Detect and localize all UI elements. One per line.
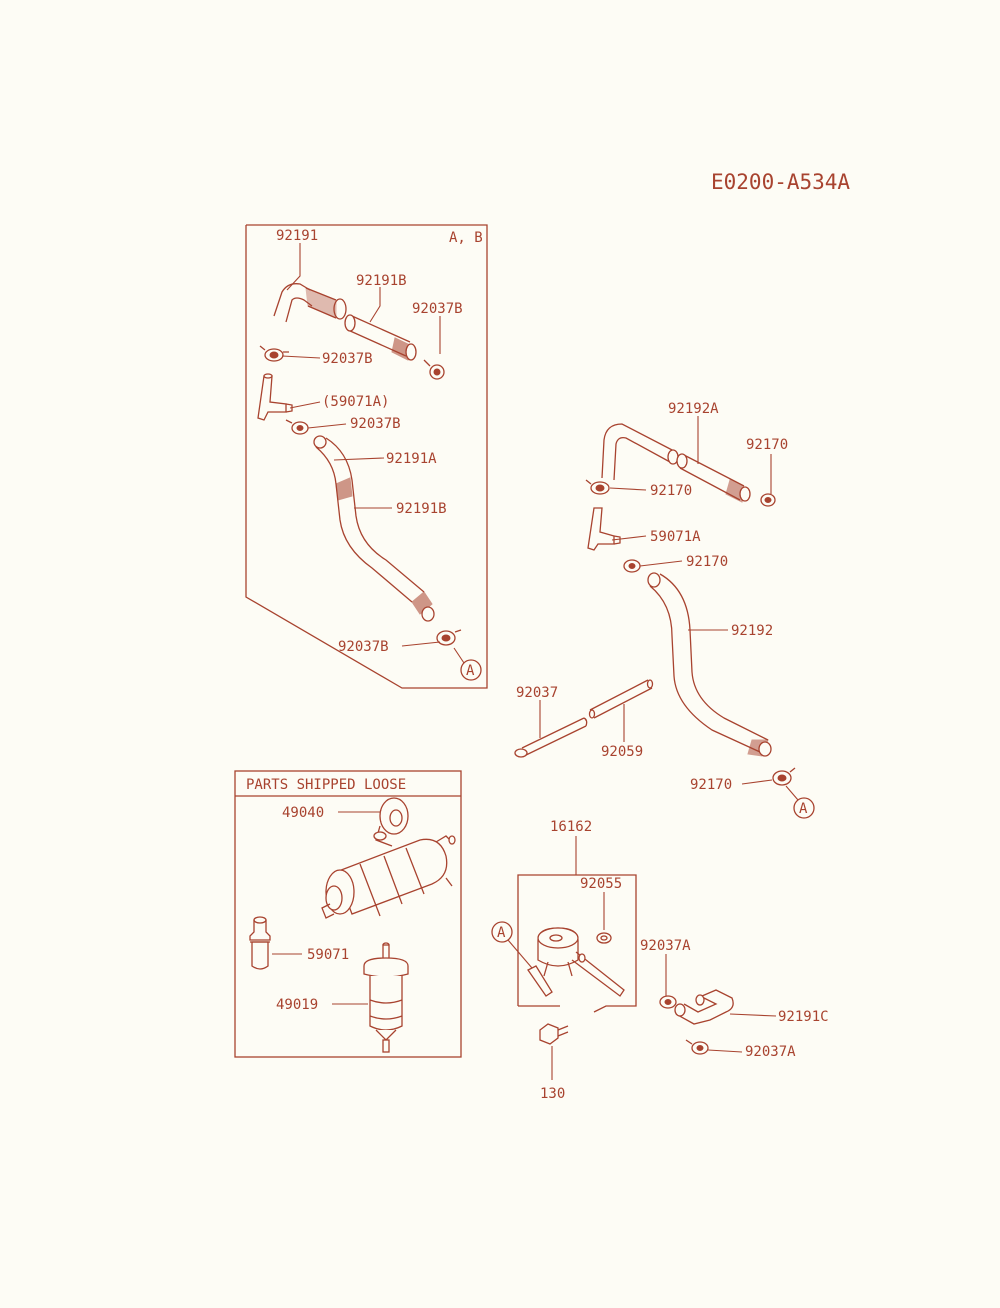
fuel-pump-49040 bbox=[321, 797, 456, 919]
callout-92191B-mid: 92191B bbox=[396, 501, 447, 517]
callout-92037B-topright: 92037B bbox=[412, 301, 463, 317]
tube-92059 bbox=[588, 679, 654, 719]
strap-92037 bbox=[514, 717, 588, 758]
fuel-filter-49019 bbox=[363, 942, 409, 1053]
callout-59071A: 59071A bbox=[650, 529, 701, 545]
oring-92055 bbox=[596, 932, 612, 944]
bolt-130 bbox=[539, 1023, 569, 1045]
callout-92191C: 92191C bbox=[778, 1009, 829, 1025]
bracket-frame-16162 bbox=[517, 874, 637, 1013]
callout-92059: 92059 bbox=[601, 744, 643, 760]
hose-92191A bbox=[313, 435, 435, 622]
fitting-59071A-paren bbox=[257, 373, 293, 421]
callout-92037A-1: 92037A bbox=[640, 938, 691, 954]
ref-marker-a-2: A bbox=[793, 797, 815, 819]
ref-marker-a-1: A bbox=[460, 659, 482, 681]
diagram-code: E0200-A534A bbox=[711, 170, 850, 194]
fitting-59071 bbox=[249, 916, 271, 970]
hose-92191C bbox=[674, 989, 734, 1025]
callout-16162: 16162 bbox=[550, 819, 592, 835]
clamp-92037B-topright bbox=[423, 359, 445, 380]
ref-marker-a-3: A bbox=[491, 921, 513, 943]
regulator-16162 bbox=[527, 927, 625, 997]
callout-59071A-paren: (59071A) bbox=[322, 394, 389, 410]
fitting-59071A bbox=[587, 507, 621, 551]
callout-92170-top: 92170 bbox=[746, 437, 788, 453]
svg-text:A: A bbox=[799, 801, 808, 817]
clamp-92037A-2 bbox=[685, 1039, 709, 1055]
callout-92192: 92192 bbox=[731, 623, 773, 639]
callout-92170-bottom: 92170 bbox=[690, 777, 732, 793]
parts-shipped-loose-title: PARTS SHIPPED LOOSE bbox=[246, 777, 406, 793]
callout-92037B-2: 92037B bbox=[350, 416, 401, 432]
svg-text:A: A bbox=[497, 925, 506, 941]
hose-92192A bbox=[601, 423, 751, 503]
callout-92170-2: 92170 bbox=[686, 554, 728, 570]
clamp-92170-top bbox=[760, 493, 776, 507]
callout-92055: 92055 bbox=[580, 876, 622, 892]
callout-92191B-top: 92191B bbox=[356, 273, 407, 289]
clamp-92037B-1 bbox=[259, 345, 289, 362]
callout-92037B-bottom: 92037B bbox=[338, 639, 389, 655]
clamp-92170-bottom bbox=[772, 767, 796, 786]
parts-shipped-loose-frame: PARTS SHIPPED LOOSE bbox=[234, 770, 462, 1058]
hose-92191B-top bbox=[344, 314, 417, 361]
callout-92037B-1: 92037B bbox=[322, 351, 373, 367]
clamp-92170-2 bbox=[623, 559, 641, 573]
hose-92192 bbox=[647, 572, 772, 757]
callout-49019: 49019 bbox=[276, 997, 318, 1013]
variant-label: A, B bbox=[449, 230, 483, 246]
callout-92037A-2: 92037A bbox=[745, 1044, 796, 1060]
hose-92191 bbox=[273, 283, 347, 323]
callout-92191: 92191 bbox=[276, 228, 318, 244]
callout-59071: 59071 bbox=[307, 947, 349, 963]
callout-92037: 92037 bbox=[516, 685, 558, 701]
clamp-92037B-bottom bbox=[436, 629, 462, 646]
clamp-92037A-1 bbox=[659, 995, 677, 1009]
callout-92170-1: 92170 bbox=[650, 483, 692, 499]
callout-92192A: 92192A bbox=[668, 401, 719, 417]
svg-text:A: A bbox=[466, 663, 475, 679]
clamp-92037B-2 bbox=[285, 419, 309, 435]
callout-130: 130 bbox=[540, 1086, 565, 1102]
callout-92191A: 92191A bbox=[386, 451, 437, 467]
variant-ab-frame: A, B bbox=[245, 224, 488, 689]
callout-49040: 49040 bbox=[282, 805, 324, 821]
clamp-92170-1 bbox=[585, 479, 610, 495]
